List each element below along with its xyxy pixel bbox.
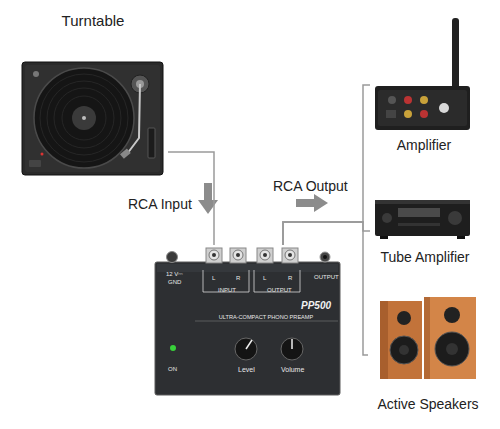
edge-label: RCA Output <box>273 178 363 194</box>
node-title: Tube Amplifier <box>370 249 480 265</box>
panel-label: INPUT <box>218 287 236 294</box>
preamp-illustration <box>155 248 340 395</box>
panel-label: OUTPUT <box>314 274 339 281</box>
node-subtitle: ULTRA-COMPACT PHONO PREAMP <box>195 314 337 320</box>
panel-label: ON <box>168 366 177 373</box>
amplifier-illustration <box>375 18 470 130</box>
panel-label: R <box>288 275 292 282</box>
panel-label: L <box>212 275 215 282</box>
device-node: Turntable <box>18 8 168 178</box>
edge-label: RCA Input <box>128 196 208 212</box>
panel-label: Volume <box>281 366 304 374</box>
speakers-illustration <box>380 297 476 379</box>
node-title: PP500 <box>293 300 339 312</box>
node-title: Turntable <box>18 12 168 29</box>
device-node: Amplifier <box>370 15 478 155</box>
turntable-illustration <box>22 62 163 175</box>
cable-connector <box>283 222 370 245</box>
panel-label: Level <box>238 366 255 374</box>
flow-arrow <box>198 183 218 214</box>
node-title: Active Speakers <box>368 396 488 412</box>
tube-amplifier-illustration <box>375 200 470 239</box>
flow-arrow <box>296 194 328 212</box>
node-title: Amplifier <box>370 137 478 153</box>
panel-label: OUTPUT <box>267 287 292 294</box>
panel-label: L <box>263 275 266 282</box>
cable-connector <box>283 85 370 245</box>
panel-label: 12 V⎓ <box>166 271 183 278</box>
panel-label: GND <box>168 279 181 286</box>
panel-label: R <box>236 275 240 282</box>
device-node: Active Speakers <box>368 290 488 420</box>
device-node: Tube Amplifier <box>370 195 480 267</box>
cable-connector <box>283 222 368 355</box>
